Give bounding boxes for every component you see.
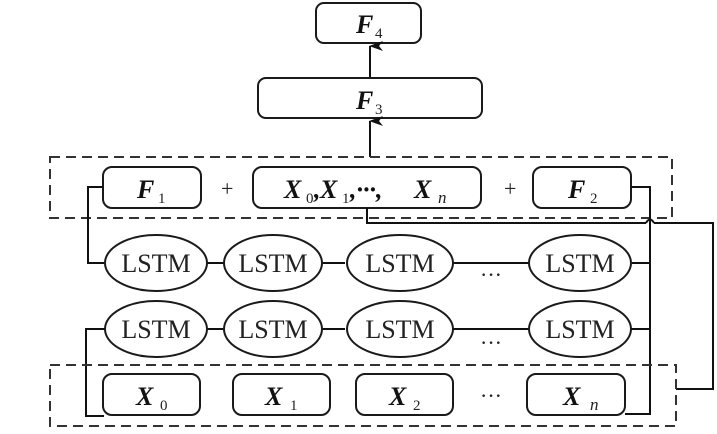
lstm-cell-label: LSTM <box>545 249 614 278</box>
input-x1-var: X <box>264 382 283 411</box>
lstm-row-1: LSTM LSTM LSTM ··· LSTM <box>104 234 632 292</box>
lstm-row2-ellipsis: ··· <box>480 330 502 355</box>
lstm-row1-ellipsis: ··· <box>480 262 502 287</box>
plus-operator-2: + <box>504 176 516 201</box>
node-f2: F 2 <box>532 166 632 209</box>
lstm-cell-label: LSTM <box>121 249 190 278</box>
seq-x1-var: X <box>319 175 338 204</box>
node-f2-sub: 2 <box>590 191 598 207</box>
lstm-cell-label: LSTM <box>365 249 434 278</box>
node-f4-var: F <box>355 10 373 39</box>
input-xn-var: X <box>562 382 581 411</box>
wire-f2-to-lstm <box>631 186 651 264</box>
wire-right-trunk <box>625 263 651 415</box>
seq-sep-1: , <box>313 175 321 204</box>
lstm-cell <box>223 234 323 292</box>
input-xn: X n <box>526 373 626 416</box>
input-x2-sub: 2 <box>413 398 421 414</box>
node-x-sequence: X 0 , X 1 ,···, X n <box>252 166 482 209</box>
lstm-row-2: LSTM LSTM LSTM ··· LSTM <box>104 300 632 358</box>
node-f2-var: F <box>567 175 585 204</box>
node-f1-var: F <box>136 175 154 204</box>
seq-x0-var: X <box>283 175 302 204</box>
node-f4-sub: 4 <box>375 26 383 42</box>
wire-f1-to-lstm-row1 <box>87 186 104 264</box>
lstm-cell <box>528 234 632 292</box>
input-group-border <box>49 364 677 427</box>
lstm-cell-label: LSTM <box>121 315 190 344</box>
seq-x1-sub: 1 <box>342 191 350 207</box>
seq-xn-var: X <box>413 175 432 204</box>
node-f3-var: F <box>355 86 373 115</box>
plus-operator-1: + <box>221 176 233 201</box>
lstm-cell-label: LSTM <box>238 315 307 344</box>
seq-x0-sub: 0 <box>306 191 314 207</box>
input-x0-sub: 0 <box>160 398 168 414</box>
node-f1-sub: 1 <box>158 191 166 207</box>
input-x1-sub: 1 <box>290 398 298 414</box>
lstm-cell <box>346 300 454 358</box>
wire-xseq-to-input-loop <box>366 208 646 224</box>
seq-sep-2: ,···, <box>349 175 383 204</box>
lstm-cell-label: LSTM <box>365 315 434 344</box>
input-x2: X 2 <box>355 373 454 416</box>
input-x1: X 1 <box>232 373 331 416</box>
node-f1: F 1 <box>102 166 202 209</box>
seq-xn-sub: n <box>438 188 447 207</box>
lstm-cell <box>346 234 454 292</box>
node-f3: F 3 <box>257 77 483 119</box>
input-xn-sub: n <box>590 395 599 414</box>
lstm-cell <box>223 300 323 358</box>
input-x2-var: X <box>388 382 407 411</box>
node-f4: F 4 <box>315 2 422 44</box>
wire-lstm-row2-to-x0 <box>85 328 105 417</box>
input-ellipsis: ··· <box>480 383 502 408</box>
input-x0: X 0 <box>102 373 201 416</box>
wire-xseq-loop-right <box>654 222 714 390</box>
input-x0-var: X <box>135 382 154 411</box>
lstm-cell-label: LSTM <box>545 315 614 344</box>
node-f3-sub: 3 <box>375 102 383 118</box>
concat-group-border <box>49 156 673 219</box>
lstm-cell <box>104 234 208 292</box>
lstm-cell-label: LSTM <box>238 249 307 278</box>
